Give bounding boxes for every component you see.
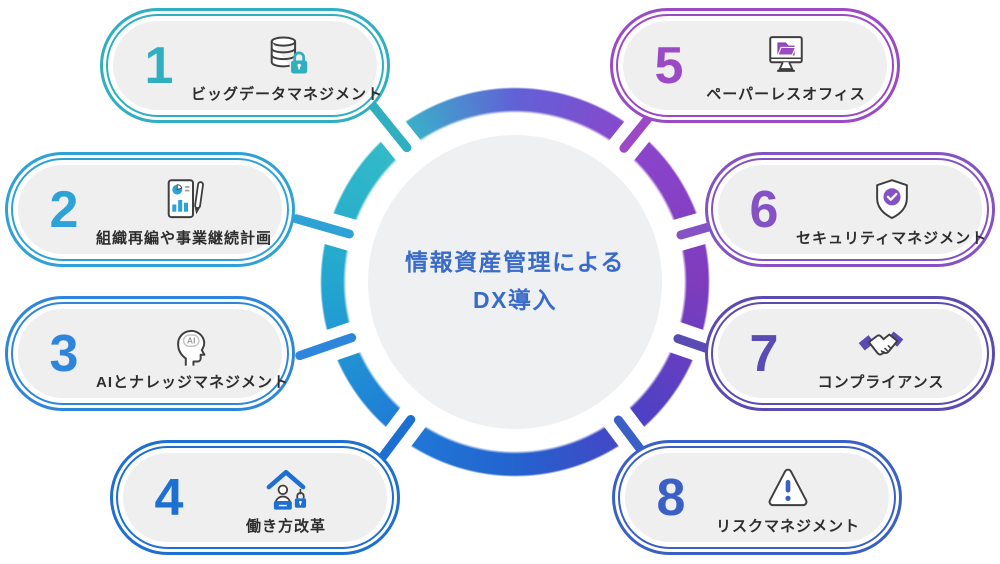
svg-text:AI: AI (186, 335, 195, 345)
center-title: 情報資産管理による DX導入 (405, 244, 625, 320)
ai-head-icon: AI (166, 316, 220, 370)
center-circle: 情報資産管理による DX導入 (368, 135, 662, 429)
capsule-label: 働き方改革 (245, 517, 326, 535)
capsule-label: AIとナレッジマネジメント (96, 373, 290, 391)
capsule-number: 4 (154, 468, 184, 527)
capsule-number: 6 (749, 180, 779, 239)
capsule-label: リスクマネジメント (715, 517, 860, 535)
center-title-line2: DX導入 (473, 287, 557, 313)
capsule-label: ペーパーレスオフィス (706, 85, 866, 103)
capsule-label: コンプライアンス (817, 373, 945, 391)
capsule-6: 6 セキュリティマネジメント (705, 152, 995, 267)
capsule-number: 8 (656, 468, 686, 527)
capsule-1: 1 ビッグデータマネジメント (100, 8, 390, 123)
capsule-label: 組織再編や事業継続計画 (96, 229, 273, 247)
monitor-folder-icon (759, 28, 813, 82)
capsule-number: 5 (654, 36, 684, 95)
center-title-line1: 情報資産管理による (405, 249, 625, 276)
capsule-4: 4 働き方改革 (110, 440, 400, 555)
capsule-number: 1 (144, 36, 174, 95)
capsule-2: 2 (5, 152, 295, 267)
shield-check-icon (865, 172, 919, 226)
capsule-3: 3 AI AIとナレッジマネジメント (5, 296, 295, 411)
capsule-number: 7 (749, 324, 779, 383)
handshake-icon (853, 316, 909, 370)
remote-work-icon (259, 460, 313, 514)
capsule-5: 5 ペーパーレスオフィス (610, 8, 900, 123)
capsule-number: 2 (49, 180, 79, 239)
capsule-8: 8 リスクマネジメント (612, 440, 902, 555)
database-lock-icon (260, 28, 314, 82)
capsule-label: セキュリティマネジメント (796, 229, 988, 247)
capsule-7: 7 コンプライアンス (705, 296, 995, 411)
warning-icon (761, 460, 815, 514)
capsule-label: ビッグデータマネジメント (191, 85, 384, 103)
report-pen-icon (157, 172, 211, 226)
capsule-number: 3 (49, 324, 79, 383)
